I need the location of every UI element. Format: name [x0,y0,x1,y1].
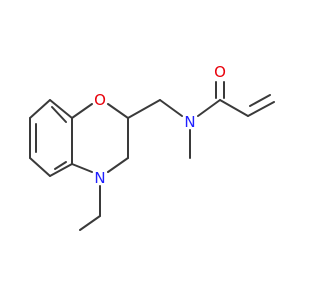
bond [107,103,129,119]
oxazine-ring [71,103,129,173]
ring-oxygen-label: O [94,91,106,109]
bond [29,99,51,119]
double-bond-inner [54,161,67,170]
bond [247,101,275,117]
bond [79,215,101,231]
bond [249,94,271,107]
carbonyl-oxygen-label: O [214,63,226,81]
benzene-ring [29,99,73,177]
atom-labels: O N N O [94,63,226,187]
bond [219,99,249,117]
ring-nitrogen-label: N [94,169,105,187]
bond [71,103,93,119]
amide-nitrogen-label: N [184,113,195,131]
bond [107,157,129,173]
bond [49,163,73,177]
double-bond-inner [51,106,67,123]
ethyl-group [79,185,101,231]
bond [197,99,221,117]
molecule-structure: O N N O [29,63,275,231]
bond [127,99,161,119]
bond [49,99,73,119]
side-chain [127,81,275,159]
bond [29,157,51,177]
bond [71,163,93,173]
bond [159,99,183,117]
